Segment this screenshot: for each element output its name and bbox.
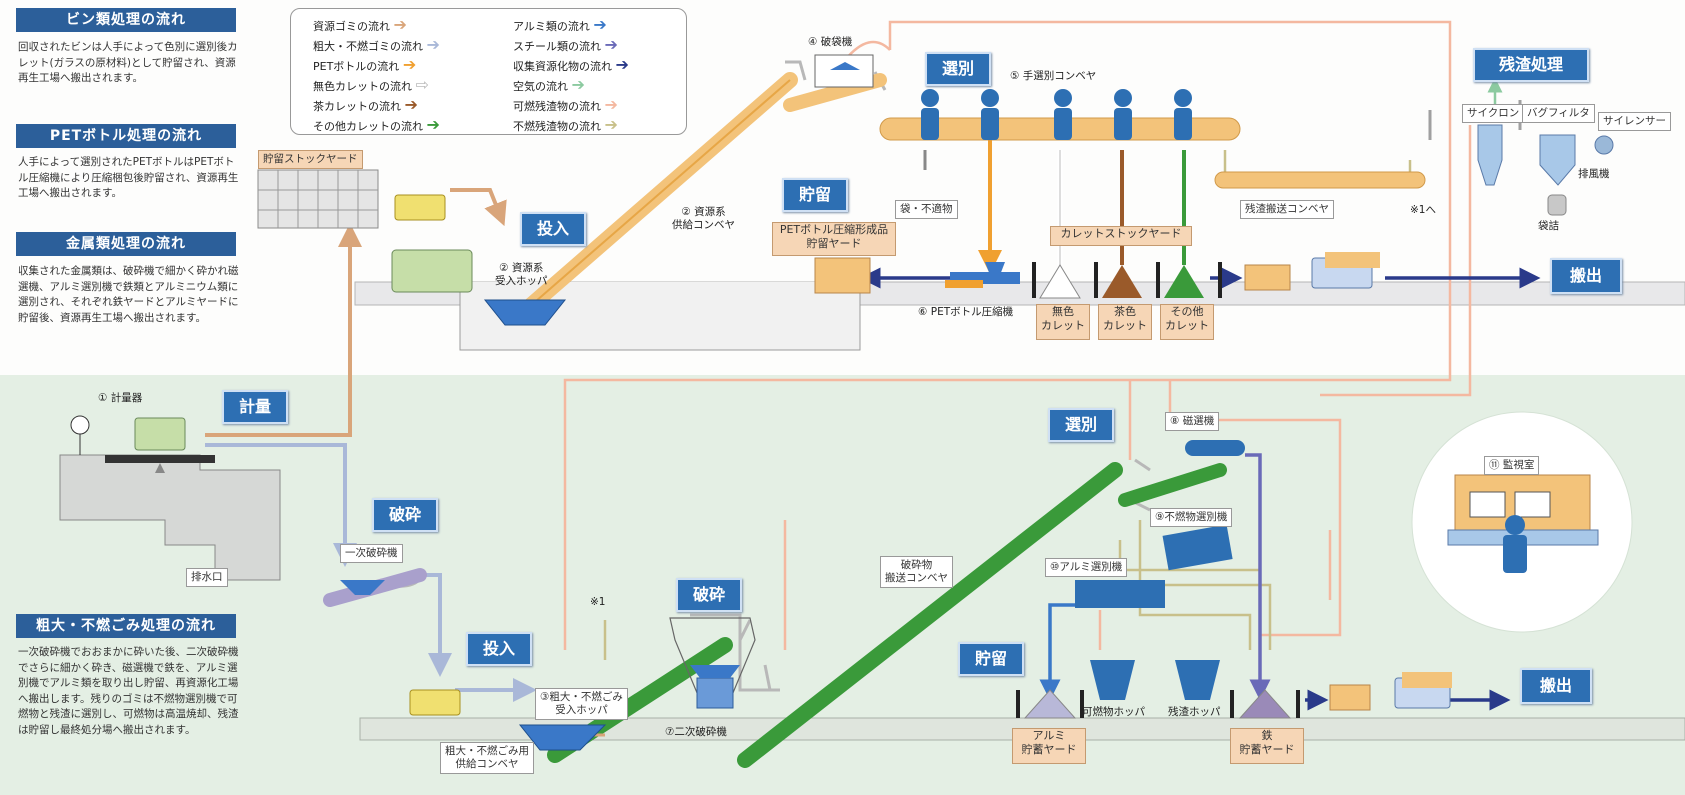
drain-label: 排水口 xyxy=(186,568,228,587)
arrow-icon: ⇨ xyxy=(415,75,429,94)
bulky-conveyor-label: 粗大・不燃ごみ用 供給コンベヤ xyxy=(440,742,534,774)
arrow-icon: ➔ xyxy=(604,35,618,54)
control-room-label: ⑪ 監視室 xyxy=(1484,456,1540,475)
arrow-icon: ➔ xyxy=(402,55,417,74)
section-title-bottles: ビン類処理の流れ xyxy=(16,8,236,32)
pet-press-label: ⑥ PETボトル圧縮機 xyxy=(918,306,1014,318)
section-title-bulky: 粗大・不燃ごみ処理の流れ xyxy=(16,614,236,638)
arrow-icon: ➔ xyxy=(604,95,618,114)
cyclone-label: サイクロン xyxy=(1462,104,1525,123)
scale-label: ① 計量器 xyxy=(98,392,143,404)
hand-sort-conveyor-label: ⑤ 手選別コンベヤ xyxy=(1010,70,1097,82)
stage-label-hasai-left: 破砕 xyxy=(372,498,438,532)
arrow-icon: ➔ xyxy=(426,115,440,134)
stage-label-keiryo: 計量 xyxy=(222,390,288,424)
legend-item: 空気の流れ ➔ xyxy=(513,75,585,94)
legend: 資源ゴミの流れ ➔ 粗大・不燃ゴミの流れ ➔ PETボトルの流れ ➔ 無色カレッ… xyxy=(290,8,687,135)
arrow-icon: ➔ xyxy=(393,15,407,34)
arrow-icon: ➔ xyxy=(404,95,418,114)
stage-label-hasai-mid: 破砕 xyxy=(676,578,742,612)
stage-label-senbetsu-top: 選別 xyxy=(925,52,991,86)
stage-label-tonyu-top: 投入 xyxy=(520,212,586,246)
cullet-yard-label: カレットストックヤード xyxy=(1050,226,1192,246)
legend-item: その他カレットの流れ ➔ xyxy=(313,115,440,134)
arrow-icon: ➔ xyxy=(593,15,607,34)
crushed-conveyor-label: 破砕物 搬送コンベヤ xyxy=(880,556,953,588)
exhaust-fan-label: 排風機 xyxy=(1578,168,1610,180)
section-text-pet: 人手によって選別されたPETボトルはPETボトル圧縮機により圧縮梱包後貯留され、… xyxy=(18,156,239,199)
note-1-label: ※1 xyxy=(590,596,606,608)
noncombustible-separator-label: ⑨不燃物選別機 xyxy=(1150,508,1233,527)
legend-item: PETボトルの流れ ➔ xyxy=(313,55,417,74)
cullet-brown-label: 茶色 カレット xyxy=(1098,304,1152,340)
legend-item: 粗大・不燃ゴミの流れ ➔ xyxy=(313,35,440,54)
stage-label-senbetsu-bot: 選別 xyxy=(1048,408,1114,442)
primary-crusher-label: 一次破砕機 xyxy=(340,544,403,563)
silencer-label: サイレンサー xyxy=(1598,112,1671,131)
legend-item: 不燃残渣物の流れ ➔ xyxy=(513,115,618,134)
aluminium-yard-label: アルミ 貯蓄ヤード xyxy=(1012,728,1086,764)
cullet-other-label: その他 カレット xyxy=(1160,304,1214,340)
stage-label-choryu-bot: 貯留 xyxy=(958,642,1024,676)
arrow-icon: ➔ xyxy=(426,35,440,54)
pet-yard-label: PETボトル圧縮形成品 貯留ヤード xyxy=(772,222,896,256)
stage-label-hanshutsu-top: 搬出 xyxy=(1550,258,1622,294)
residue-hopper-label: 残渣ホッパ xyxy=(1168,706,1221,718)
residue-conveyor-label: 残渣搬送コンベヤ xyxy=(1240,200,1334,219)
stage-label-choryu-top: 貯留 xyxy=(782,178,848,212)
bulky-hopper-label: ③粗大・不燃ごみ 受入ホッパ xyxy=(535,688,628,720)
section-text-bulky: 一次破砕機でおおまかに砕いた後、二次破砕機でさらに細かく砕き、磁選機で鉄を、アル… xyxy=(18,646,239,736)
legend-item: 茶カレットの流れ ➔ xyxy=(313,95,418,114)
section-title-pet: PETボトル処理の流れ xyxy=(16,124,236,148)
aluminium-separator-label: ⑩アルミ選別機 xyxy=(1045,558,1128,577)
cullet-colorless-label: 無色 カレット xyxy=(1036,304,1090,340)
bag-filter-label: バグフィルタ xyxy=(1522,104,1595,123)
bagging-label: 袋詰 xyxy=(1538,220,1559,232)
arrow-icon: ➔ xyxy=(615,55,629,74)
section-title-metals: 金属類処理の流れ xyxy=(16,232,236,256)
magnetic-separator-label: ⑧ 磁選機 xyxy=(1165,412,1220,431)
arrow-icon: ➔ xyxy=(604,115,618,134)
legend-item: 収集資源化物の流れ ➔ xyxy=(513,55,629,74)
legend-item: スチール類の流れ ➔ xyxy=(513,35,618,54)
stage-label-tonyu-bot: 投入 xyxy=(466,632,532,666)
arrow-icon: ➔ xyxy=(571,75,585,94)
truck-shapes xyxy=(134,194,1452,716)
bag-breaker-label: ④ 破袋機 xyxy=(808,36,853,48)
stage-label-hanshutsu-bot: 搬出 xyxy=(1520,668,1592,704)
note-to-1-label: ※1へ xyxy=(1410,204,1436,216)
legend-item: 可燃残渣物の流れ ➔ xyxy=(513,95,618,114)
legend-item: アルミ類の流れ ➔ xyxy=(513,15,607,34)
hopper-label-top: ② 資源系 受入ホッパ xyxy=(495,262,548,287)
feed-conveyor-label-top: ② 資源系 供給コンベヤ xyxy=(672,206,735,231)
unsuitable-label: 袋・不適物 xyxy=(895,200,958,219)
combustible-hopper-label: 可燃物ホッパ xyxy=(1082,706,1145,718)
section-text-bottles: 回収されたビンは人手によって色別に選別後カレット(ガラスの原材料)として貯留され… xyxy=(18,41,238,84)
stockyard-label: 貯留ストックヤード xyxy=(258,150,363,169)
stage-label-residue: 残渣処理 xyxy=(1473,48,1589,82)
iron-yard-label: 鉄 貯蓄ヤード xyxy=(1230,728,1304,764)
legend-item: 資源ゴミの流れ ➔ xyxy=(313,15,407,34)
secondary-crusher-label: ⑦二次破砕機 xyxy=(665,726,727,738)
legend-item: 無色カレットの流れ ⇨ xyxy=(313,75,429,94)
section-text-metals: 収集された金属類は、破砕機で細かく砕かれ磁選機、アルミ選別機で鉄類とアルミニウム… xyxy=(18,265,239,324)
